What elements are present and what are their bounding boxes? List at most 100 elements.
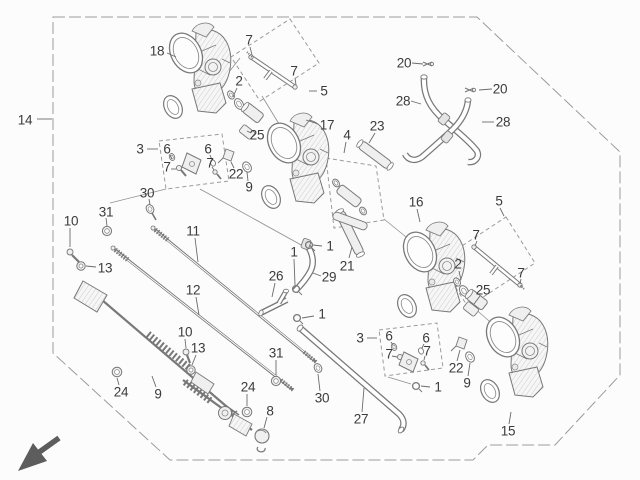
leader-line-1 — [312, 244, 323, 247]
part-label-8: 8 — [266, 404, 273, 419]
part-label-7: 7 — [290, 64, 297, 79]
leader-line-6 — [209, 154, 213, 161]
part-label-10: 10 — [178, 325, 192, 340]
part-label-1: 1 — [326, 239, 333, 254]
leader-line-5 — [499, 207, 505, 217]
hose-clamp-band — [440, 130, 454, 144]
part-label-29: 29 — [322, 270, 336, 285]
part-label-9: 9 — [245, 180, 252, 195]
part-label-2: 2 — [235, 74, 242, 89]
screw-30 — [145, 204, 157, 221]
part-label-31: 31 — [99, 205, 113, 220]
linkage-assembly-9-upper — [73, 280, 240, 419]
part-label-21: 21 — [340, 259, 354, 274]
screw-10 — [182, 348, 192, 364]
hose-clamp-band — [437, 112, 451, 126]
diagram-border — [52, 16, 621, 461]
part-label-20: 20 — [493, 82, 507, 97]
part-label-16: 16 — [409, 195, 423, 210]
part-label-2: 2 — [454, 257, 461, 272]
t-joint-tube-26 — [258, 288, 289, 317]
part-label-15: 15 — [501, 424, 515, 439]
leader-line-7 — [211, 166, 215, 171]
hose-clip-1 — [291, 284, 303, 296]
part-label-7: 7 — [206, 156, 213, 171]
leader-line-28 — [410, 100, 422, 105]
part-label-6: 6 — [422, 331, 429, 346]
carburetor-15 — [476, 306, 549, 407]
part-label-20: 20 — [397, 56, 411, 71]
leader-line-1 — [293, 258, 296, 286]
hose-clip-1 — [292, 313, 304, 325]
part-label-22: 22 — [229, 167, 243, 182]
leader-line-8 — [263, 416, 268, 429]
hose-clip-1 — [411, 381, 423, 393]
jet-parts-left — [168, 148, 252, 180]
part-label-6: 6 — [385, 329, 392, 344]
part-label-31: 31 — [269, 346, 283, 361]
leader-line-26 — [271, 282, 276, 298]
part-label-25: 25 — [476, 283, 490, 298]
part-label-24: 24 — [114, 385, 129, 400]
part-label-3: 3 — [136, 142, 143, 157]
leader-line-20 — [478, 88, 493, 91]
part-label-7: 7 — [517, 266, 524, 281]
vacuum-piston-parts-right — [453, 277, 488, 317]
direction-arrow-icon — [18, 435, 61, 471]
nut-13 — [186, 365, 196, 375]
nut-31 — [101, 225, 113, 237]
screw-10 — [66, 248, 80, 263]
small-fasteners — [66, 204, 423, 453]
leader-line-30 — [148, 198, 151, 206]
part-label-4: 4 — [343, 128, 351, 143]
joint-parts-4 — [332, 178, 368, 231]
leader-line-15 — [508, 411, 512, 425]
joint-pipe-23 — [356, 139, 394, 171]
nut-24 — [111, 366, 123, 378]
leader-line-7 — [249, 46, 253, 56]
part-label-30: 30 — [315, 391, 329, 406]
part-label-7: 7 — [163, 160, 170, 175]
leader-line-7 — [474, 240, 478, 247]
vacuum-piston-parts-top — [227, 90, 264, 140]
hose-clip-20-right — [464, 87, 476, 93]
part-label-11: 11 — [186, 224, 199, 239]
part-label-23: 23 — [370, 119, 384, 134]
part-label-14: 14 — [18, 113, 33, 128]
part-label-5: 5 — [495, 194, 502, 209]
part-label-9: 9 — [154, 387, 161, 402]
link-rod-11 — [150, 225, 318, 364]
vent-hose-28-left — [420, 74, 482, 166]
part-label-17: 17 — [320, 118, 334, 133]
part-label-28: 28 — [396, 94, 410, 109]
part-label-7: 7 — [245, 33, 252, 48]
part-label-1: 1 — [318, 307, 325, 322]
group-box-3-right — [378, 322, 444, 377]
leader-line-2 — [232, 87, 238, 98]
leader-line-17 — [305, 119, 319, 125]
part-label-26: 26 — [269, 269, 283, 284]
part-label-24: 24 — [241, 380, 256, 395]
leader-line-27 — [361, 387, 365, 413]
part-label-6: 6 — [204, 142, 211, 157]
leader-line-6 — [169, 154, 173, 160]
part-label-28: 28 — [496, 115, 510, 130]
part-label-3: 3 — [356, 331, 363, 346]
leader-line-20 — [411, 62, 424, 65]
leader-line-18 — [166, 52, 177, 58]
leader-line-21 — [348, 246, 353, 259]
elbow-hose-29 — [292, 238, 316, 294]
leader-line-23 — [368, 132, 376, 144]
part-label-13: 13 — [98, 261, 112, 276]
jet-parts-right — [390, 336, 475, 373]
fuel-pipe-27 — [296, 324, 407, 434]
fuel-pipe-assembly-top — [246, 51, 298, 90]
carburetor-18 — [159, 22, 232, 123]
part-label-22: 22 — [449, 361, 463, 376]
hose-clip-20-left — [422, 61, 434, 67]
part-label-12: 12 — [186, 283, 200, 298]
nut-13 — [76, 261, 86, 271]
